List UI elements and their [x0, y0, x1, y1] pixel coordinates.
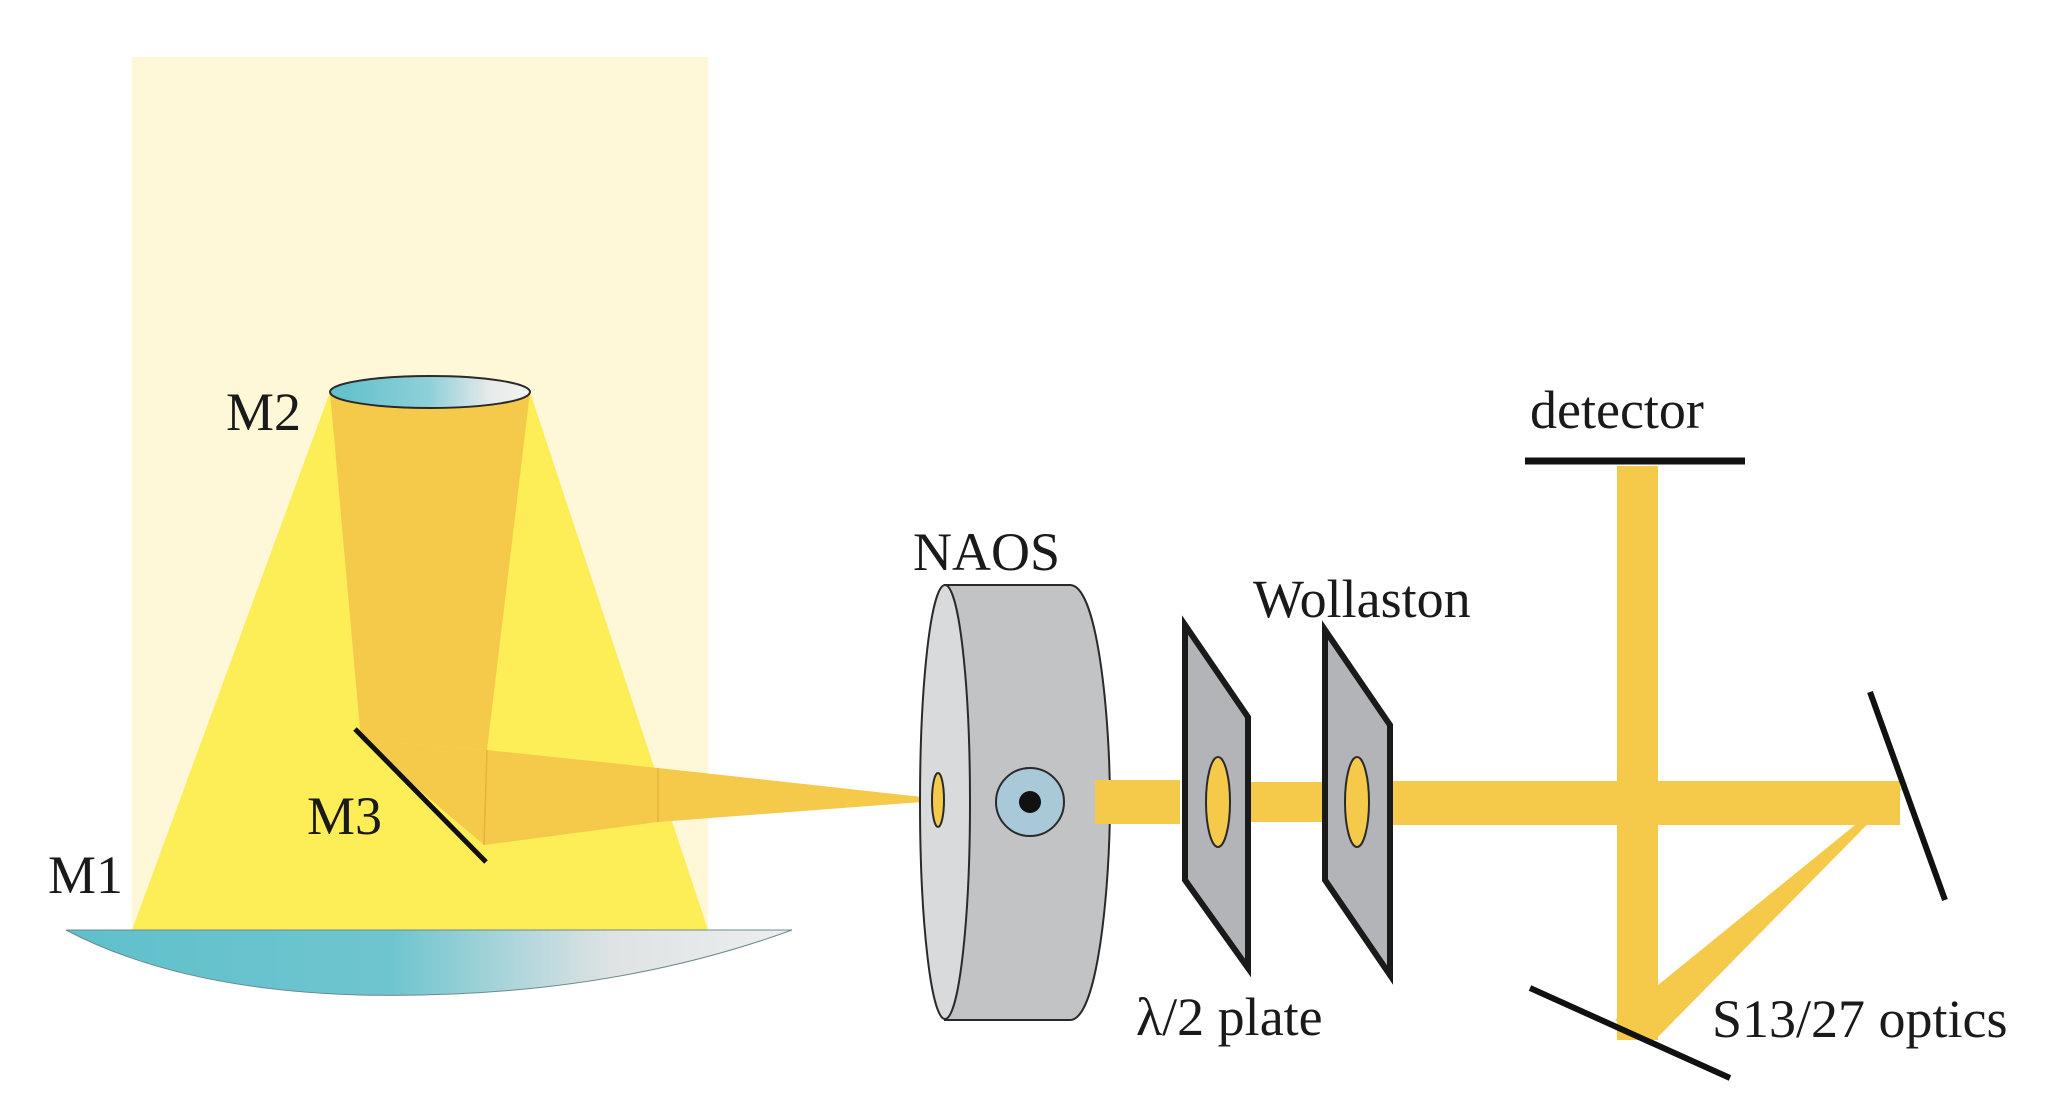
label-s13-27-optics: S13/27 optics: [1712, 989, 2008, 1049]
naos-unit: [919, 584, 1112, 1021]
m2-secondary-mirror: [329, 375, 531, 409]
m1-primary-mirror: [65, 929, 793, 996]
beam-plate-to-wollaston: [1248, 782, 1328, 822]
label-half-wave-plate: λ/2 plate: [1136, 987, 1323, 1047]
half-wave-plate: [1182, 615, 1251, 978]
m3-to-naos-beam: [361, 740, 922, 845]
naos-entrance-aperture: [931, 772, 945, 828]
label-m1: M1: [48, 845, 123, 905]
beam-s13-diagonal: [1615, 781, 1910, 1040]
label-detector: detector: [1530, 380, 1704, 440]
wollaston-prism: [1322, 620, 1393, 985]
m3-tertiary-mirror: [353, 727, 488, 864]
label-wollaston: Wollaston: [1253, 569, 1471, 629]
m2-to-m3-beam: [330, 392, 530, 750]
fold-mirror: [1528, 985, 1732, 1081]
s13-27-mirror: [1867, 690, 1948, 902]
label-m3: M3: [307, 786, 382, 846]
beam-to-detector: [1617, 466, 1658, 1040]
label-naos: NAOS: [913, 522, 1060, 582]
naos-exit-pupil-center: [1019, 791, 1041, 813]
half-wave-plate-beam-spot: [1205, 756, 1231, 848]
label-m2: M2: [226, 382, 301, 442]
naos-front-face: [919, 584, 971, 1020]
beam-naos-to-plate: [1095, 780, 1180, 824]
wollaston-prism-beam-spot: [1344, 756, 1370, 848]
beam-fold-edge: [483, 749, 488, 846]
